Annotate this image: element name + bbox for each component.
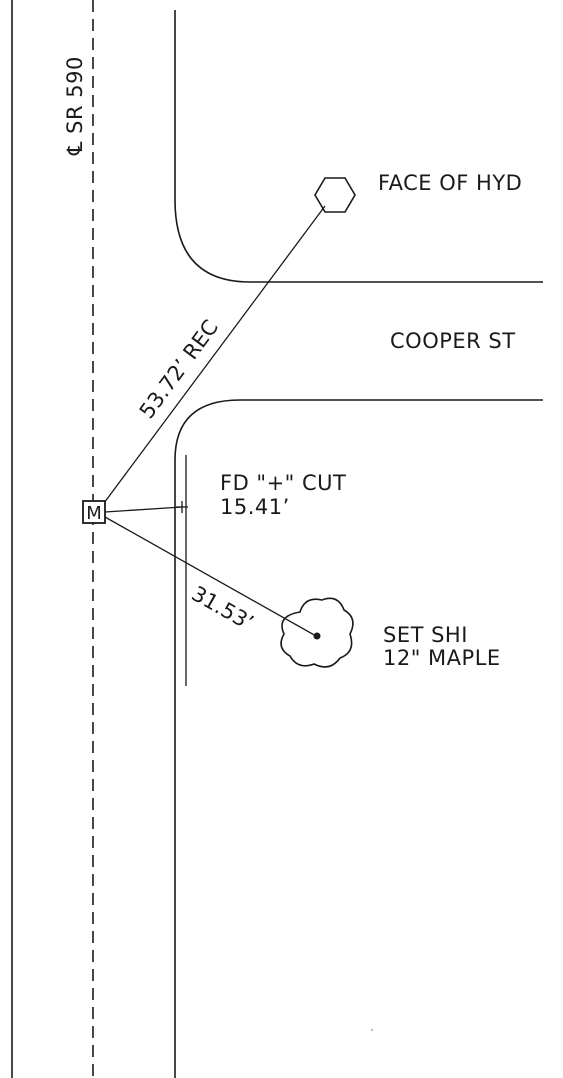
centerline-label: ℄ SR 590 xyxy=(63,56,87,156)
tree-label-line2: 12" MAPLE xyxy=(383,646,501,670)
hydrant-tie-line xyxy=(103,205,326,504)
south-curb-line xyxy=(174,399,543,1078)
speck xyxy=(370,1028,374,1032)
dimension-to-hydrant: 53.72’ REC xyxy=(135,315,223,423)
hydrant-icon xyxy=(314,177,356,213)
monument-icon xyxy=(82,500,106,524)
tree-label-line1: SET SHI xyxy=(383,623,468,647)
cut-label-line2: 15.41’ xyxy=(220,495,290,519)
street-label: COOPER ST xyxy=(390,329,516,353)
tree-center-dot xyxy=(313,632,321,640)
north-curb-line xyxy=(174,10,543,283)
tree-icon xyxy=(280,597,354,668)
tree-tie-line xyxy=(104,516,317,637)
cut-tie-line xyxy=(104,506,183,513)
cut-label-line1: FD "+" CUT xyxy=(220,471,346,495)
hydrant-label: FACE OF HYD xyxy=(378,171,522,195)
dimension-to-tree: 31.53’ xyxy=(188,581,258,635)
monument-label: M xyxy=(86,503,102,524)
